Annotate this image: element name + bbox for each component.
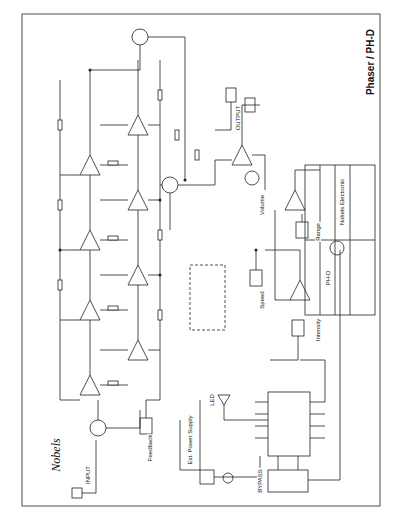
output-jack	[245, 98, 255, 112]
text-label: Ext. Power Supply	[187, 414, 193, 465]
text-label: LED	[209, 393, 215, 407]
text-label: PH-D	[325, 270, 331, 287]
text-label: INPUT	[85, 465, 91, 485]
text-label: Feedback	[147, 434, 153, 462]
diagram-title: Phaser / PH-D	[366, 28, 376, 96]
resistors	[58, 90, 199, 385]
text-label: Speed	[259, 290, 265, 309]
transistor	[90, 420, 106, 436]
text-label: OUTPUT	[235, 105, 241, 132]
text-label: Volume	[259, 194, 265, 216]
text-label: Nobels Electronic	[339, 178, 345, 227]
text-label: Range	[315, 222, 321, 242]
bypass-switch	[268, 470, 308, 492]
feedback-pot	[140, 418, 152, 434]
text-label: Intensity	[315, 318, 321, 342]
text-label: BYPASS	[257, 468, 263, 494]
transistor	[132, 29, 148, 45]
text-label: Nobels	[50, 437, 62, 472]
ic-switch	[268, 392, 310, 456]
page-frame	[22, 14, 380, 506]
transistor	[162, 177, 178, 193]
opamp-stages	[60, 45, 160, 400]
power-jack	[200, 470, 214, 484]
